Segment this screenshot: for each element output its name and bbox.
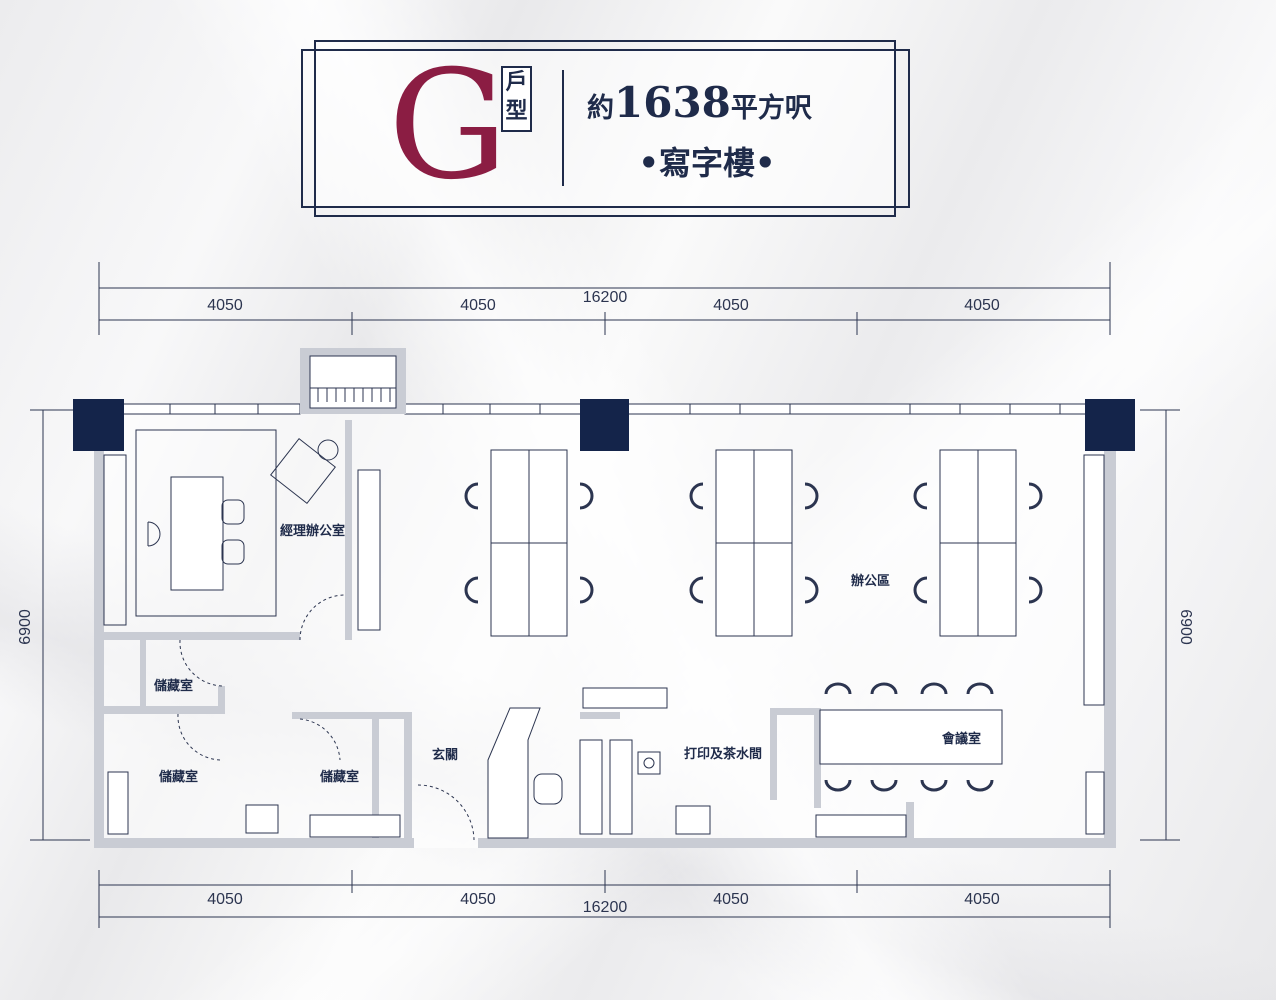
dimension-lines [30,262,1180,928]
dim-bottom-1: 4050 [207,891,243,908]
room-label-manager-office: 經理辦公室 [280,524,346,539]
room-label-office-area: 辦公區 [851,574,891,589]
pantry-fixtures [107,739,1105,838]
dim-bottom-total: 16200 [582,899,628,916]
dim-top-total: 16200 [582,289,628,306]
unit-type-label: 戶型 [501,66,532,132]
room-label-storage-2: 儲藏室 [159,770,199,785]
door-swings [177,594,475,841]
structural-columns [73,399,1135,451]
foyer-furniture [487,707,563,839]
area-value: 1638 [614,78,731,127]
dim-top-4: 4050 [964,297,1000,314]
title-panel [316,51,894,206]
room-label-storage-3: 儲藏室 [320,770,360,785]
unit-letter: G [388,39,508,213]
dim-bottom-2: 4050 [460,891,496,908]
dim-top-3: 4050 [713,297,749,314]
room-label-storage-1: 儲藏室 [154,679,194,694]
room-label-meeting-room: 會議室 [942,732,982,747]
walls [94,420,1116,848]
meeting-chairs [824,682,994,792]
office-desks [490,449,1017,637]
dim-top-2: 4050 [460,297,496,314]
meeting-table [819,709,1003,765]
dim-top-1: 4050 [207,297,243,314]
title-frame-inner [314,40,896,217]
dim-right-depth: 6900 [1177,609,1194,645]
room-label-print-pantry: 打印及茶水間 [684,747,763,762]
area-prefix: 約 [587,93,614,124]
dim-bottom-3: 4050 [713,891,749,908]
office-chairs [464,482,1043,604]
area-unit: 平方呎 [730,93,812,124]
cabinets [357,454,1105,709]
ac-platform-inner [309,355,397,409]
manager-office-furniture [103,429,339,626]
title-frame-outer [301,49,910,208]
area-text: 約1638平方呎 [587,78,847,128]
title-divider [562,70,564,186]
dim-bottom-4: 4050 [964,891,1000,908]
room-label-foyer: 玄關 [432,748,459,763]
ac-grille [310,387,396,402]
usage-label: •寫字樓• [638,144,776,182]
window-mullions [169,404,1061,414]
dim-left-depth: 6900 [17,609,34,645]
